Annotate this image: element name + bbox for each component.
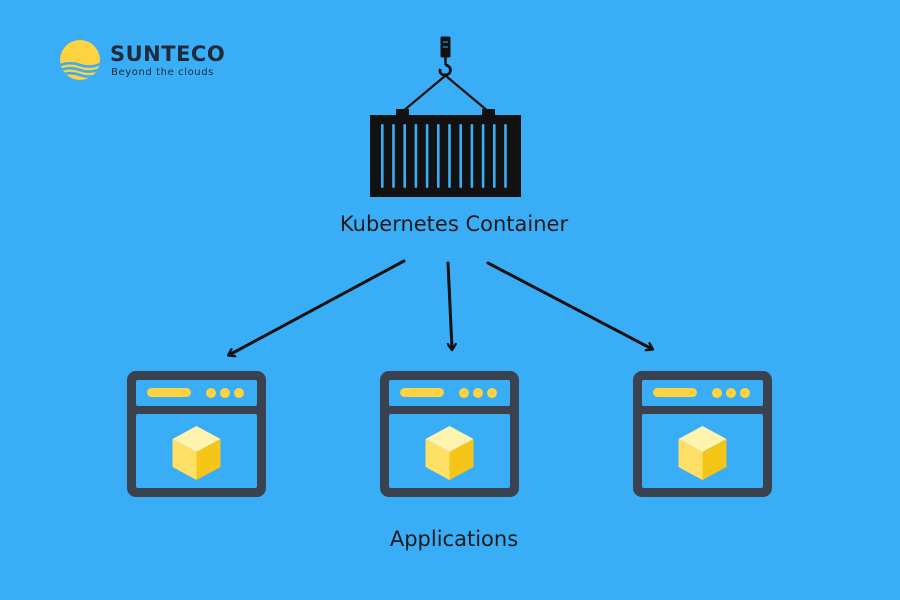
crane-hook-icon (438, 36, 452, 77)
arrow-center (446, 261, 452, 349)
cube-icon (425, 426, 474, 480)
title-bar-pill (147, 388, 191, 397)
cube-icon (172, 426, 221, 480)
window-dot (712, 388, 722, 398)
crane-cables (401, 75, 490, 113)
window-dot (206, 388, 216, 398)
window-dot (220, 388, 230, 398)
app-window-icon (380, 371, 519, 497)
window-dot (473, 388, 483, 398)
brand-name: SUNTECO (110, 42, 226, 66)
arrow-right (486, 261, 652, 349)
sun-logo-icon (60, 40, 100, 80)
title-bar-pill (653, 388, 697, 397)
shipping-container-icon (370, 109, 521, 197)
cube-icon (678, 426, 727, 480)
window-dot (487, 388, 497, 398)
brand-tagline: Beyond the clouds (111, 67, 214, 78)
window-dot (726, 388, 736, 398)
window-dot (459, 388, 469, 398)
applications-label: Applications (389, 527, 519, 551)
arrow-left (229, 259, 406, 355)
container-label: Kubernetes Container (339, 212, 569, 236)
window-dot (234, 388, 244, 398)
app-window-icon (633, 371, 772, 497)
app-window-icon (127, 371, 266, 497)
title-bar-pill (400, 388, 444, 397)
window-dot (740, 388, 750, 398)
brand-logo: SUNTECO Beyond the clouds (58, 38, 225, 82)
